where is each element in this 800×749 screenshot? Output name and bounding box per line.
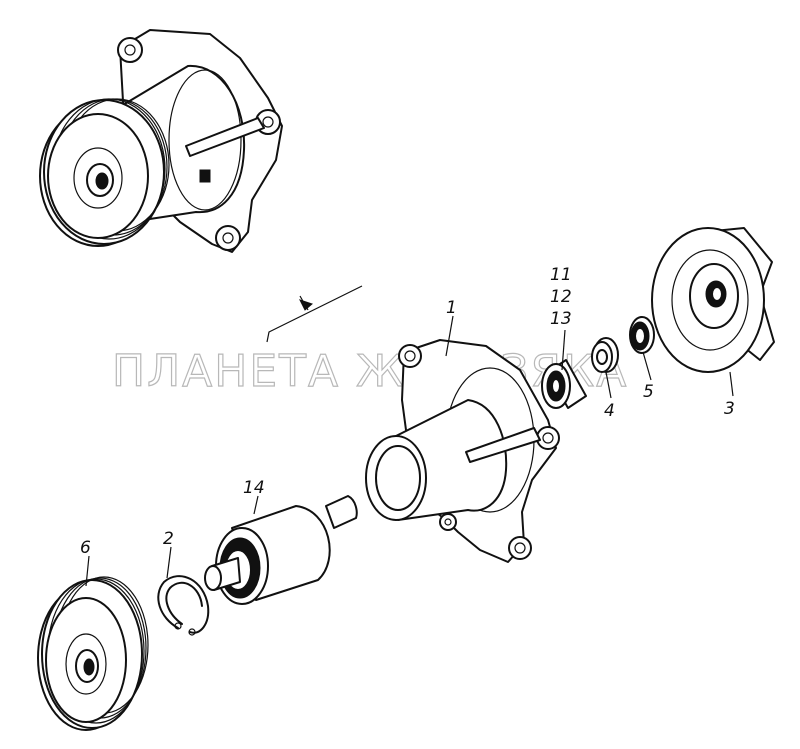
callout-12: 12: [550, 287, 572, 307]
callout-labels: 1 2 3 4 5 6 11 12 13 14: [80, 265, 735, 558]
assembled-pump: [39, 29, 283, 253]
shaft-bearing: [204, 495, 358, 605]
watermark: ПЛАНЕТА ЖЕЛЕЗЯКА: [112, 346, 628, 397]
callout-11: 11: [550, 265, 572, 285]
callout-13: 13: [550, 309, 572, 329]
leader-lines: [85, 315, 734, 587]
spacer-ring: [591, 337, 619, 373]
drive-pulley: [37, 576, 149, 731]
pump-housing: [365, 339, 560, 563]
callout-4: 4: [604, 401, 615, 421]
callout-1: 1: [446, 298, 457, 318]
callout-14: 14: [243, 478, 265, 498]
bearing-seal-assembly: [541, 359, 587, 409]
callout-3: 3: [724, 399, 735, 419]
assembly-arrow: [266, 285, 363, 343]
callout-6: 6: [80, 538, 91, 558]
seal-ring: [629, 316, 655, 354]
callout-5: 5: [643, 382, 654, 402]
callout-2: 2: [163, 529, 174, 549]
retaining-ring: [157, 575, 210, 636]
impeller: [651, 227, 775, 373]
